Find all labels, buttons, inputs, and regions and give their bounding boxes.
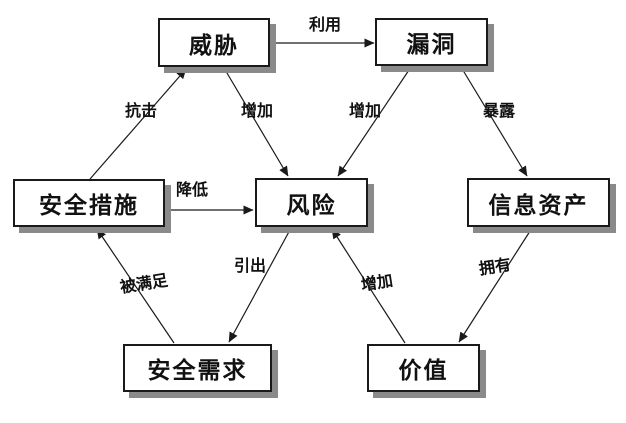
edge-label-expose: 暴露 [482,101,516,120]
edge-risk-securityrequirement [228,227,292,343]
node-vulnerability: 漏洞 [375,18,488,66]
node-information-asset: 信息资产 [467,178,610,227]
edge-informationasset-value [458,227,533,343]
node-security-requirement: 安全需求 [123,344,272,392]
edge-vulnerability-risk [337,66,412,177]
node-risk: 风险 [255,178,368,227]
node-value: 价值 [367,344,480,392]
node-threat: 威胁 [158,18,270,67]
edge-securitymeasure-threat [89,68,187,180]
edge-label-increase-vulnerability: 增加 [348,101,382,120]
edge-label-reduce: 降低 [175,180,209,199]
edge-label-resist: 抗击 [124,101,158,120]
edge-vulnerability-informationasset [460,66,528,177]
edge-value-risk [331,228,406,344]
edge-threat-risk [223,67,289,177]
edge-label-increase-threat: 增加 [240,101,274,120]
edge-securityrequirement-securitymeasure [96,228,175,344]
edge-label-derive: 引出 [233,256,267,275]
node-security-measure: 安全措施 [13,179,165,227]
edge-label-exploit: 利用 [308,15,342,34]
